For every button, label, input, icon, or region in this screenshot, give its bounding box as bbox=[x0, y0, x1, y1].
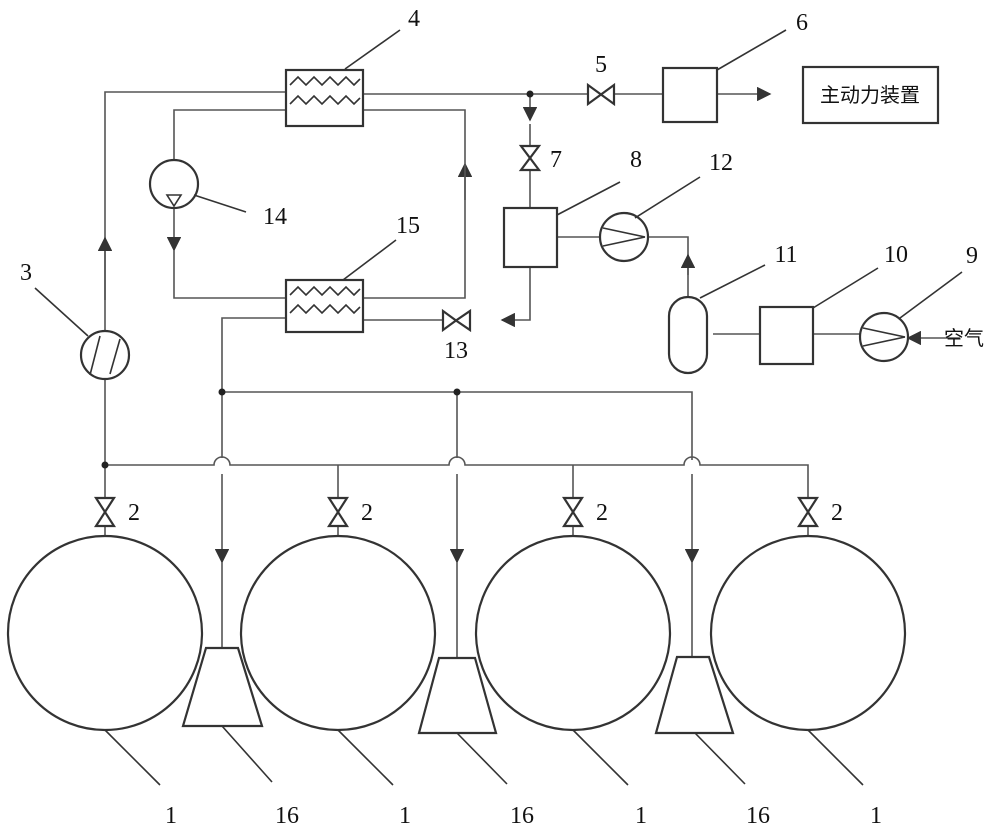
label-1-a: 1 bbox=[165, 803, 177, 829]
expander-16-c bbox=[654, 655, 735, 735]
valve-7-icon bbox=[518, 144, 542, 172]
label-1-c: 1 bbox=[635, 803, 647, 829]
label-16-c: 16 bbox=[746, 803, 770, 829]
label-12: 12 bbox=[709, 150, 733, 176]
label-3: 3 bbox=[20, 260, 32, 286]
pump-14-icon bbox=[148, 158, 200, 210]
label-13: 13 bbox=[444, 338, 468, 364]
label-15: 15 bbox=[396, 213, 420, 239]
valve-5-icon bbox=[586, 82, 616, 107]
vessel-11 bbox=[667, 295, 709, 375]
label-2-d: 2 bbox=[831, 500, 843, 526]
expander-16-a bbox=[181, 646, 264, 728]
heat-exchanger-4 bbox=[284, 68, 365, 128]
label-8: 8 bbox=[630, 147, 642, 173]
label-16-b: 16 bbox=[510, 803, 534, 829]
label-14: 14 bbox=[263, 204, 287, 230]
tank-1-b bbox=[239, 534, 437, 732]
label-2-a: 2 bbox=[128, 500, 140, 526]
tank-valve-2-b-icon bbox=[326, 496, 350, 528]
compressor-9-icon bbox=[858, 311, 910, 363]
tank-valve-2-c-icon bbox=[561, 496, 585, 528]
tank-valve-2-a-icon bbox=[93, 496, 117, 528]
label-4: 4 bbox=[408, 6, 420, 32]
leader-lines bbox=[34, 29, 963, 786]
unit-6-box bbox=[661, 66, 719, 124]
valve-13-icon bbox=[441, 308, 472, 333]
label-1-b: 1 bbox=[399, 803, 411, 829]
label-16-a: 16 bbox=[275, 803, 299, 829]
label-2-b: 2 bbox=[361, 500, 373, 526]
label-2-c: 2 bbox=[596, 500, 608, 526]
label-7: 7 bbox=[550, 147, 562, 173]
heat-exchanger-15 bbox=[284, 278, 365, 334]
label-11: 11 bbox=[774, 242, 797, 268]
tank-1-c bbox=[474, 534, 672, 732]
expander-16-b bbox=[417, 656, 498, 735]
label-10: 10 bbox=[884, 242, 908, 268]
compressor-3-icon bbox=[79, 329, 131, 381]
compressor-12-icon bbox=[598, 211, 650, 263]
unit-8-box bbox=[502, 206, 559, 269]
unit-10-box bbox=[758, 305, 815, 366]
label-5: 5 bbox=[595, 52, 607, 78]
tank-1-d bbox=[709, 534, 907, 732]
tank-1-a bbox=[6, 534, 204, 732]
label-9: 9 bbox=[966, 243, 978, 269]
label-1-d: 1 bbox=[870, 803, 882, 829]
air-label: 空气 bbox=[944, 326, 984, 350]
label-6: 6 bbox=[796, 10, 808, 36]
main-power-device: 主动力装置 bbox=[801, 65, 940, 125]
tank-valve-2-d-icon bbox=[796, 496, 820, 528]
main-power-device-label: 主动力装置 bbox=[820, 83, 920, 107]
